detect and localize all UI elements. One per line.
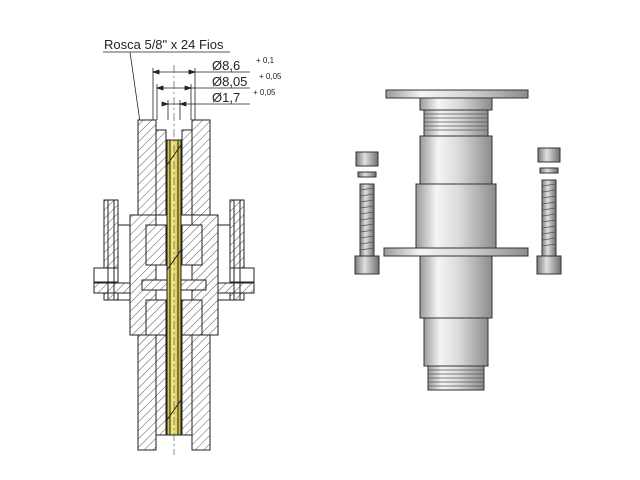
right-flange-screw	[217, 199, 255, 301]
center-pin	[166, 139, 182, 436]
left-screw-head	[354, 255, 380, 275]
left-screw-assembly	[354, 151, 380, 275]
lower-body	[419, 255, 493, 319]
top-flange-disc	[385, 89, 529, 99]
right-nut	[537, 147, 561, 163]
dimension-diameter-1: Ø8,6	[212, 58, 240, 73]
dimension-annotations	[103, 51, 250, 123]
dimension-tolerance-2: + 0,05	[259, 72, 282, 81]
left-washer	[357, 171, 377, 178]
middle-flange	[383, 247, 529, 257]
dimension-diameter-2: Ø8,05	[212, 74, 247, 89]
right-screw-assembly	[536, 147, 562, 275]
left-nut	[355, 151, 379, 167]
top-thread-ridges	[424, 113, 488, 131]
section-view: Rosca 5/8" x 24 Fios Ø8,6 + 0,1 Ø8,05 + …	[93, 37, 282, 455]
dimension-diameter-3: Ø1,7	[212, 90, 240, 105]
connector-body-section	[129, 119, 219, 451]
bottom-thread-ridges	[428, 369, 484, 387]
right-screw-head	[536, 255, 562, 275]
dimension-tolerance-1: + 0,1	[256, 56, 275, 65]
assembly-3d-view	[383, 89, 529, 391]
thread-label: Rosca 5/8" x 24 Fios	[104, 37, 224, 52]
left-flange-screw	[93, 199, 131, 301]
right-washer	[539, 167, 559, 174]
dimension-tolerance-3: + 0,05	[253, 88, 276, 97]
upper-body	[419, 135, 493, 185]
